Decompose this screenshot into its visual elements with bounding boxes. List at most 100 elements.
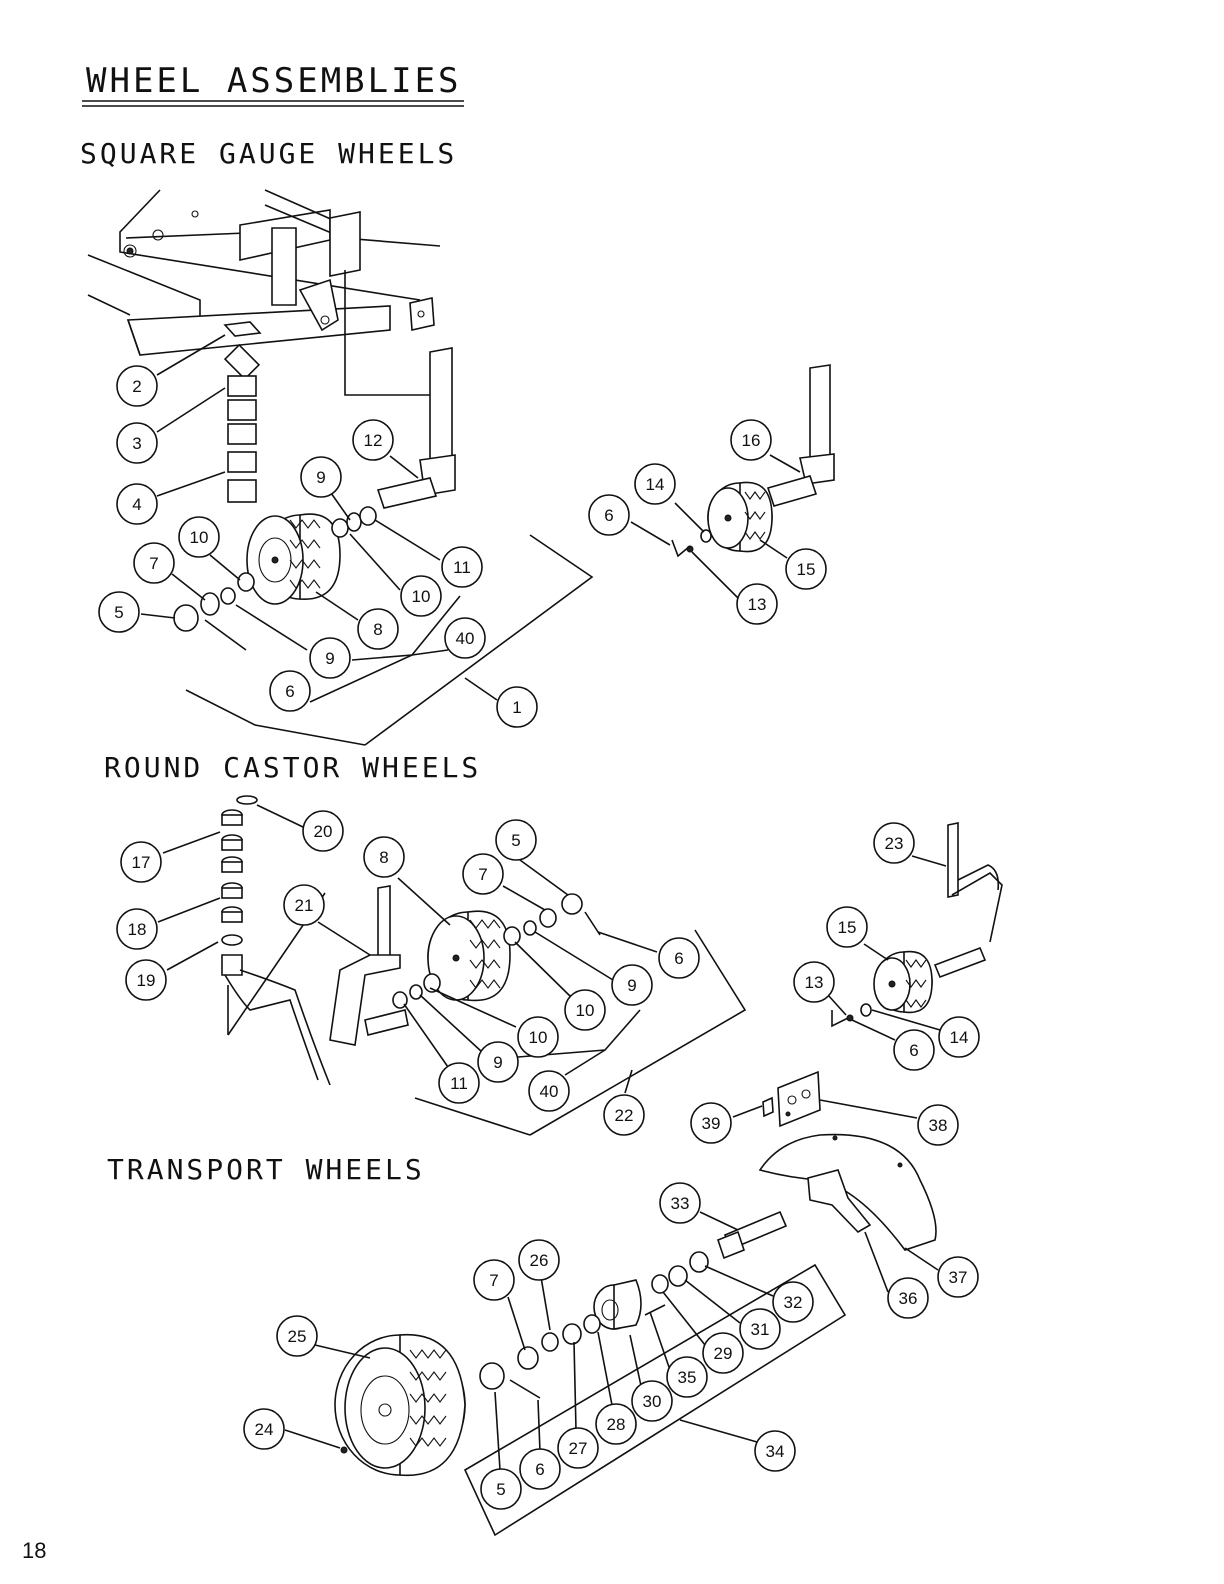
callout-27: 27	[558, 1428, 598, 1468]
callout-label: 19	[137, 971, 156, 990]
leader-lines	[141, 335, 946, 1470]
callout-35: 35	[667, 1357, 707, 1397]
transport-wheel-group	[335, 1212, 845, 1535]
callout-9: 9	[478, 1042, 518, 1082]
callout-label: 8	[373, 620, 382, 639]
callout-14: 14	[635, 464, 675, 504]
callout-label: 5	[496, 1480, 505, 1499]
callout-11: 11	[442, 547, 482, 587]
callout-label: 5	[114, 603, 123, 622]
callout-label: 21	[295, 896, 314, 915]
callout-26: 26	[519, 1240, 559, 1280]
callout-30: 30	[632, 1381, 672, 1421]
callout-label: 1	[512, 698, 521, 717]
callout-15: 15	[827, 907, 867, 947]
callout-label: 20	[314, 822, 333, 841]
callout-25: 25	[277, 1316, 317, 1356]
page-title: WHEEL ASSEMBLIES	[86, 61, 462, 101]
callout-label: 5	[511, 831, 520, 850]
callout-label: 17	[132, 853, 151, 872]
callout-label: 12	[364, 431, 383, 450]
callout-label: 32	[784, 1293, 803, 1312]
callout-label: 10	[529, 1028, 548, 1047]
callout-5: 5	[481, 1469, 521, 1509]
callout-18: 18	[117, 909, 157, 949]
callout-28: 28	[596, 1404, 636, 1444]
callout-6: 6	[270, 671, 310, 711]
callout-label: 26	[530, 1251, 549, 1270]
callout-10: 10	[565, 990, 605, 1030]
callout-2: 2	[117, 366, 157, 406]
callout-label: 4	[132, 495, 141, 514]
callout-label: 9	[627, 976, 636, 995]
callout-33: 33	[660, 1183, 700, 1223]
callout-label: 35	[678, 1368, 697, 1387]
callout-label: 37	[949, 1268, 968, 1287]
callout-label: 14	[950, 1028, 969, 1047]
callout-label: 13	[805, 973, 824, 992]
callout-8: 8	[358, 609, 398, 649]
callout-label: 9	[325, 649, 334, 668]
callout-label: 18	[128, 920, 147, 939]
callout-label: 30	[643, 1392, 662, 1411]
callout-15: 15	[786, 549, 826, 589]
callout-label: 15	[838, 918, 857, 937]
callout-label: 6	[285, 682, 294, 701]
callout-label: 6	[535, 1460, 544, 1479]
callout-8: 8	[364, 837, 404, 877]
callout-9: 9	[310, 638, 350, 678]
callout-label: 7	[149, 554, 158, 573]
callout-10: 10	[518, 1017, 558, 1057]
callout-32: 32	[773, 1282, 813, 1322]
callout-label: 6	[674, 949, 683, 968]
callout-label: 14	[646, 475, 665, 494]
page-number: 18	[22, 1538, 46, 1563]
callout-16: 16	[731, 420, 771, 460]
callout-label: 15	[797, 560, 816, 579]
callout-20: 20	[303, 811, 343, 851]
callout-label: 7	[478, 865, 487, 884]
callout-label: 10	[190, 528, 209, 547]
callout-6: 6	[589, 495, 629, 535]
callout-label: 2	[132, 377, 141, 396]
callout-label: 11	[450, 1074, 468, 1093]
callout-9: 9	[301, 457, 341, 497]
callout-13: 13	[794, 962, 834, 1002]
callout-label: 23	[885, 834, 904, 853]
callout-label: 29	[714, 1344, 733, 1363]
callout-label: 9	[493, 1053, 502, 1072]
callout-7: 7	[463, 854, 503, 894]
callout-label: 16	[742, 431, 761, 450]
section-heading-transport: TRANSPORT WHEELS	[107, 1153, 425, 1186]
callout-label: 40	[540, 1082, 559, 1101]
callout-37: 37	[938, 1257, 978, 1297]
callout-label: 40	[456, 629, 475, 648]
callout-11: 11	[439, 1063, 479, 1103]
section-heading-round: ROUND CASTOR WHEELS	[104, 751, 481, 784]
callout-label: 9	[316, 468, 325, 487]
callout-6: 6	[894, 1030, 934, 1070]
callout-34: 34	[755, 1431, 795, 1471]
callout-31: 31	[740, 1309, 780, 1349]
callout-label: 11	[453, 558, 471, 577]
callout-38: 38	[918, 1105, 958, 1145]
callout-40: 40	[445, 618, 485, 658]
callout-24: 24	[244, 1409, 284, 1449]
callout-label: 7	[489, 1271, 498, 1290]
callout-label: 36	[899, 1289, 918, 1308]
callout-label: 24	[255, 1420, 274, 1439]
callout-10: 10	[401, 576, 441, 616]
callout-6: 6	[520, 1449, 560, 1489]
callout-29: 29	[703, 1333, 743, 1373]
callout-5: 5	[99, 592, 139, 632]
callout-22: 22	[604, 1095, 644, 1135]
callout-label: 6	[909, 1041, 918, 1060]
callout-label: 3	[132, 434, 141, 453]
callout-5: 5	[496, 820, 536, 860]
callout-label: 27	[569, 1439, 588, 1458]
callout-label: 10	[412, 587, 431, 606]
callout-9: 9	[612, 965, 652, 1005]
callout-10: 10	[179, 517, 219, 557]
